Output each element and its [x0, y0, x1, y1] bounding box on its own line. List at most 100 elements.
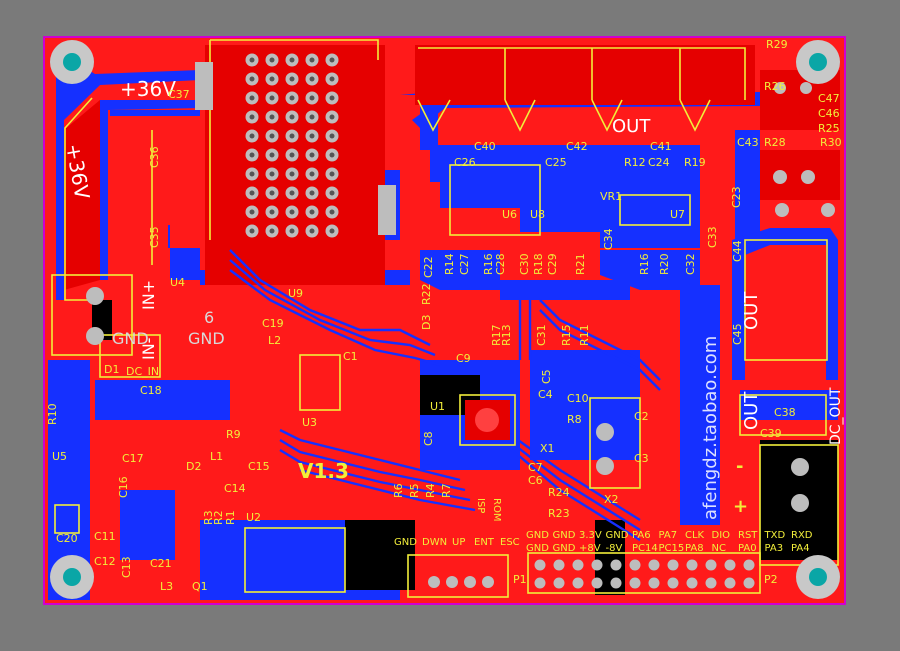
via-pad	[245, 129, 259, 143]
via-pad	[305, 129, 319, 143]
component-labels: C37C36C35U4U9C19L2C1D1C18R10R9C17D2L1C15…	[46, 38, 842, 593]
label-version: V1.3	[298, 459, 349, 483]
header-pin	[610, 559, 622, 571]
header-pin	[629, 577, 641, 589]
via-pad	[305, 53, 319, 67]
designator-u2: U2	[246, 511, 261, 524]
via-pad	[325, 91, 339, 105]
header-label-top: 3.3V	[579, 530, 602, 541]
button-label: UP	[452, 537, 465, 548]
designator-c42: C42	[566, 140, 588, 153]
designator-c39: C39	[760, 427, 782, 440]
header-label-bottom: PC15	[659, 543, 685, 554]
designator-r7: R7	[440, 483, 453, 498]
designator-d2: D2	[186, 460, 201, 473]
designator-u6: U6	[502, 208, 517, 221]
via-pad	[305, 205, 319, 219]
via-pad	[325, 205, 339, 219]
designator-d3: D3	[420, 315, 433, 330]
via-pad	[325, 129, 339, 143]
designator-c36: C36	[148, 146, 161, 168]
designator-c14: C14	[224, 482, 246, 495]
designator-c46: C46	[818, 107, 840, 120]
via-pad	[245, 186, 259, 200]
designator-c13: C13	[120, 556, 133, 578]
designator-r26: R26	[764, 80, 786, 93]
designator-c19: C19	[262, 317, 284, 330]
designator-r3: R3	[202, 510, 215, 525]
designator-c9: C9	[456, 352, 471, 365]
designator-c41: C41	[650, 140, 672, 153]
label-dc-in: DC_IN	[126, 365, 159, 378]
header-pin	[705, 559, 717, 571]
header-pin	[724, 559, 736, 571]
designator-u7: U7	[670, 208, 685, 221]
designator-c21: C21	[150, 557, 172, 570]
via-pad	[325, 186, 339, 200]
via-pad	[245, 110, 259, 124]
designator-r17: R17	[490, 324, 503, 346]
designator-r9: R9	[226, 428, 241, 441]
designator-r21: R21	[574, 253, 587, 275]
header-pin	[591, 577, 603, 589]
header-label-bottom: PA8	[685, 543, 704, 554]
designator-u4: U4	[170, 276, 185, 289]
header-label-top: PA7	[659, 530, 678, 541]
designator-c31: C31	[535, 324, 548, 346]
designator-u3: U3	[302, 416, 317, 429]
designator-r25: R25	[818, 122, 840, 135]
via-pad	[305, 186, 319, 200]
via-pad	[285, 205, 299, 219]
rot-label: ISP	[475, 498, 486, 513]
header-pin	[534, 559, 546, 571]
designator-c45: C45	[731, 323, 744, 345]
header-label-bottom: GND	[526, 543, 549, 554]
via-pad	[305, 110, 319, 124]
via-pad	[285, 186, 299, 200]
designator-r10: R10	[46, 403, 59, 425]
header-pin	[572, 577, 584, 589]
designator-c37: C37	[168, 88, 190, 101]
label-out-right-2: OUT	[741, 391, 762, 430]
header-label-bottom: GND	[553, 543, 576, 554]
via-pad	[325, 167, 339, 181]
designator-l3: L3	[160, 580, 173, 593]
designator-c15: C15	[248, 460, 270, 473]
header-pin	[629, 559, 641, 571]
designator-c5: C5	[540, 369, 553, 384]
header-pin	[553, 559, 565, 571]
header-pin	[667, 577, 679, 589]
header-pin	[743, 577, 755, 589]
designator-r28: R28	[764, 136, 786, 149]
designator-r22: R22	[420, 283, 433, 305]
designator-q1: Q1	[192, 580, 208, 593]
via-pad	[305, 91, 319, 105]
designator-r23: R23	[548, 507, 570, 520]
designator-r1: R1	[224, 510, 237, 525]
label-six: 6	[204, 308, 214, 327]
header-label-top: CLK	[685, 530, 705, 541]
label-36v: +36V	[120, 77, 176, 101]
button-label: ESC	[500, 537, 520, 548]
header-pads	[534, 559, 755, 589]
designator-c44: C44	[731, 240, 744, 262]
designator-r11: R11	[578, 324, 591, 346]
designator-r16b: R16	[638, 253, 651, 275]
label-gnd-mid: GND	[188, 329, 225, 348]
via-pad	[245, 167, 259, 181]
header-pin	[686, 577, 698, 589]
via-pad	[285, 91, 299, 105]
designator-u5: U5	[52, 450, 67, 463]
designator-p2: P2	[764, 573, 778, 586]
misc-pads	[86, 62, 835, 588]
header-label-top: GND	[606, 530, 629, 541]
designator-c30: C30	[518, 253, 531, 275]
designator-x1: X1	[540, 442, 555, 455]
header-label-bottom: PC14	[632, 543, 658, 554]
top-copper-layer	[64, 45, 840, 290]
header-label-top: GND	[526, 530, 549, 541]
via-pad	[245, 72, 259, 86]
via-pad	[265, 224, 279, 238]
designator-c43: C43	[737, 136, 759, 149]
